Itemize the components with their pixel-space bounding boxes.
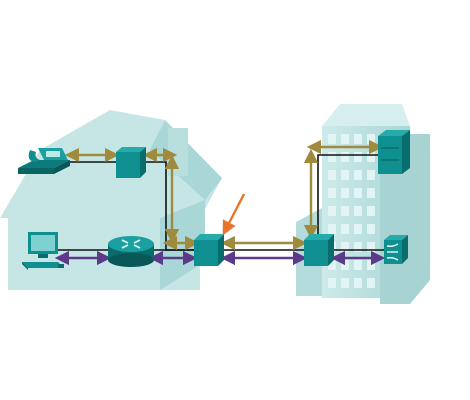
office-window <box>367 224 375 234</box>
office-window <box>354 224 362 234</box>
office-switch <box>304 234 334 266</box>
office-window <box>341 152 349 162</box>
desktop-computer-icon <box>22 232 64 270</box>
office-window <box>341 206 349 216</box>
home-voice-box <box>116 147 146 178</box>
office-window <box>328 188 336 198</box>
voice-arrows <box>64 139 384 251</box>
office-window <box>367 152 375 162</box>
office-window <box>354 134 362 144</box>
office-window <box>328 206 336 216</box>
office-window <box>341 260 349 270</box>
office-window <box>367 206 375 216</box>
office-window <box>341 134 349 144</box>
office-window <box>328 224 336 234</box>
office-window <box>354 152 362 162</box>
office-window <box>354 260 362 270</box>
office-window <box>341 278 349 288</box>
office-window <box>341 188 349 198</box>
office-window <box>354 170 362 180</box>
office-window <box>367 260 375 270</box>
office-window <box>354 242 362 252</box>
office-window <box>367 134 375 144</box>
office-window <box>341 224 349 234</box>
office-window <box>367 278 375 288</box>
office-window <box>354 278 362 288</box>
server-icon <box>378 130 410 174</box>
office-window <box>328 278 336 288</box>
pointer-arrow-icon <box>222 193 246 236</box>
office-window <box>328 170 336 180</box>
office-window <box>367 170 375 180</box>
office-window <box>367 242 375 252</box>
firewall-icon <box>384 235 408 264</box>
office-window <box>328 152 336 162</box>
office-windows <box>328 134 375 288</box>
office-window <box>341 242 349 252</box>
office-window <box>354 188 362 198</box>
office-window <box>367 188 375 198</box>
router-icon <box>108 236 154 267</box>
home-gateway <box>194 234 224 266</box>
telephone-icon <box>18 148 70 174</box>
office-window <box>354 206 362 216</box>
office-window <box>341 170 349 180</box>
office-window <box>328 134 336 144</box>
